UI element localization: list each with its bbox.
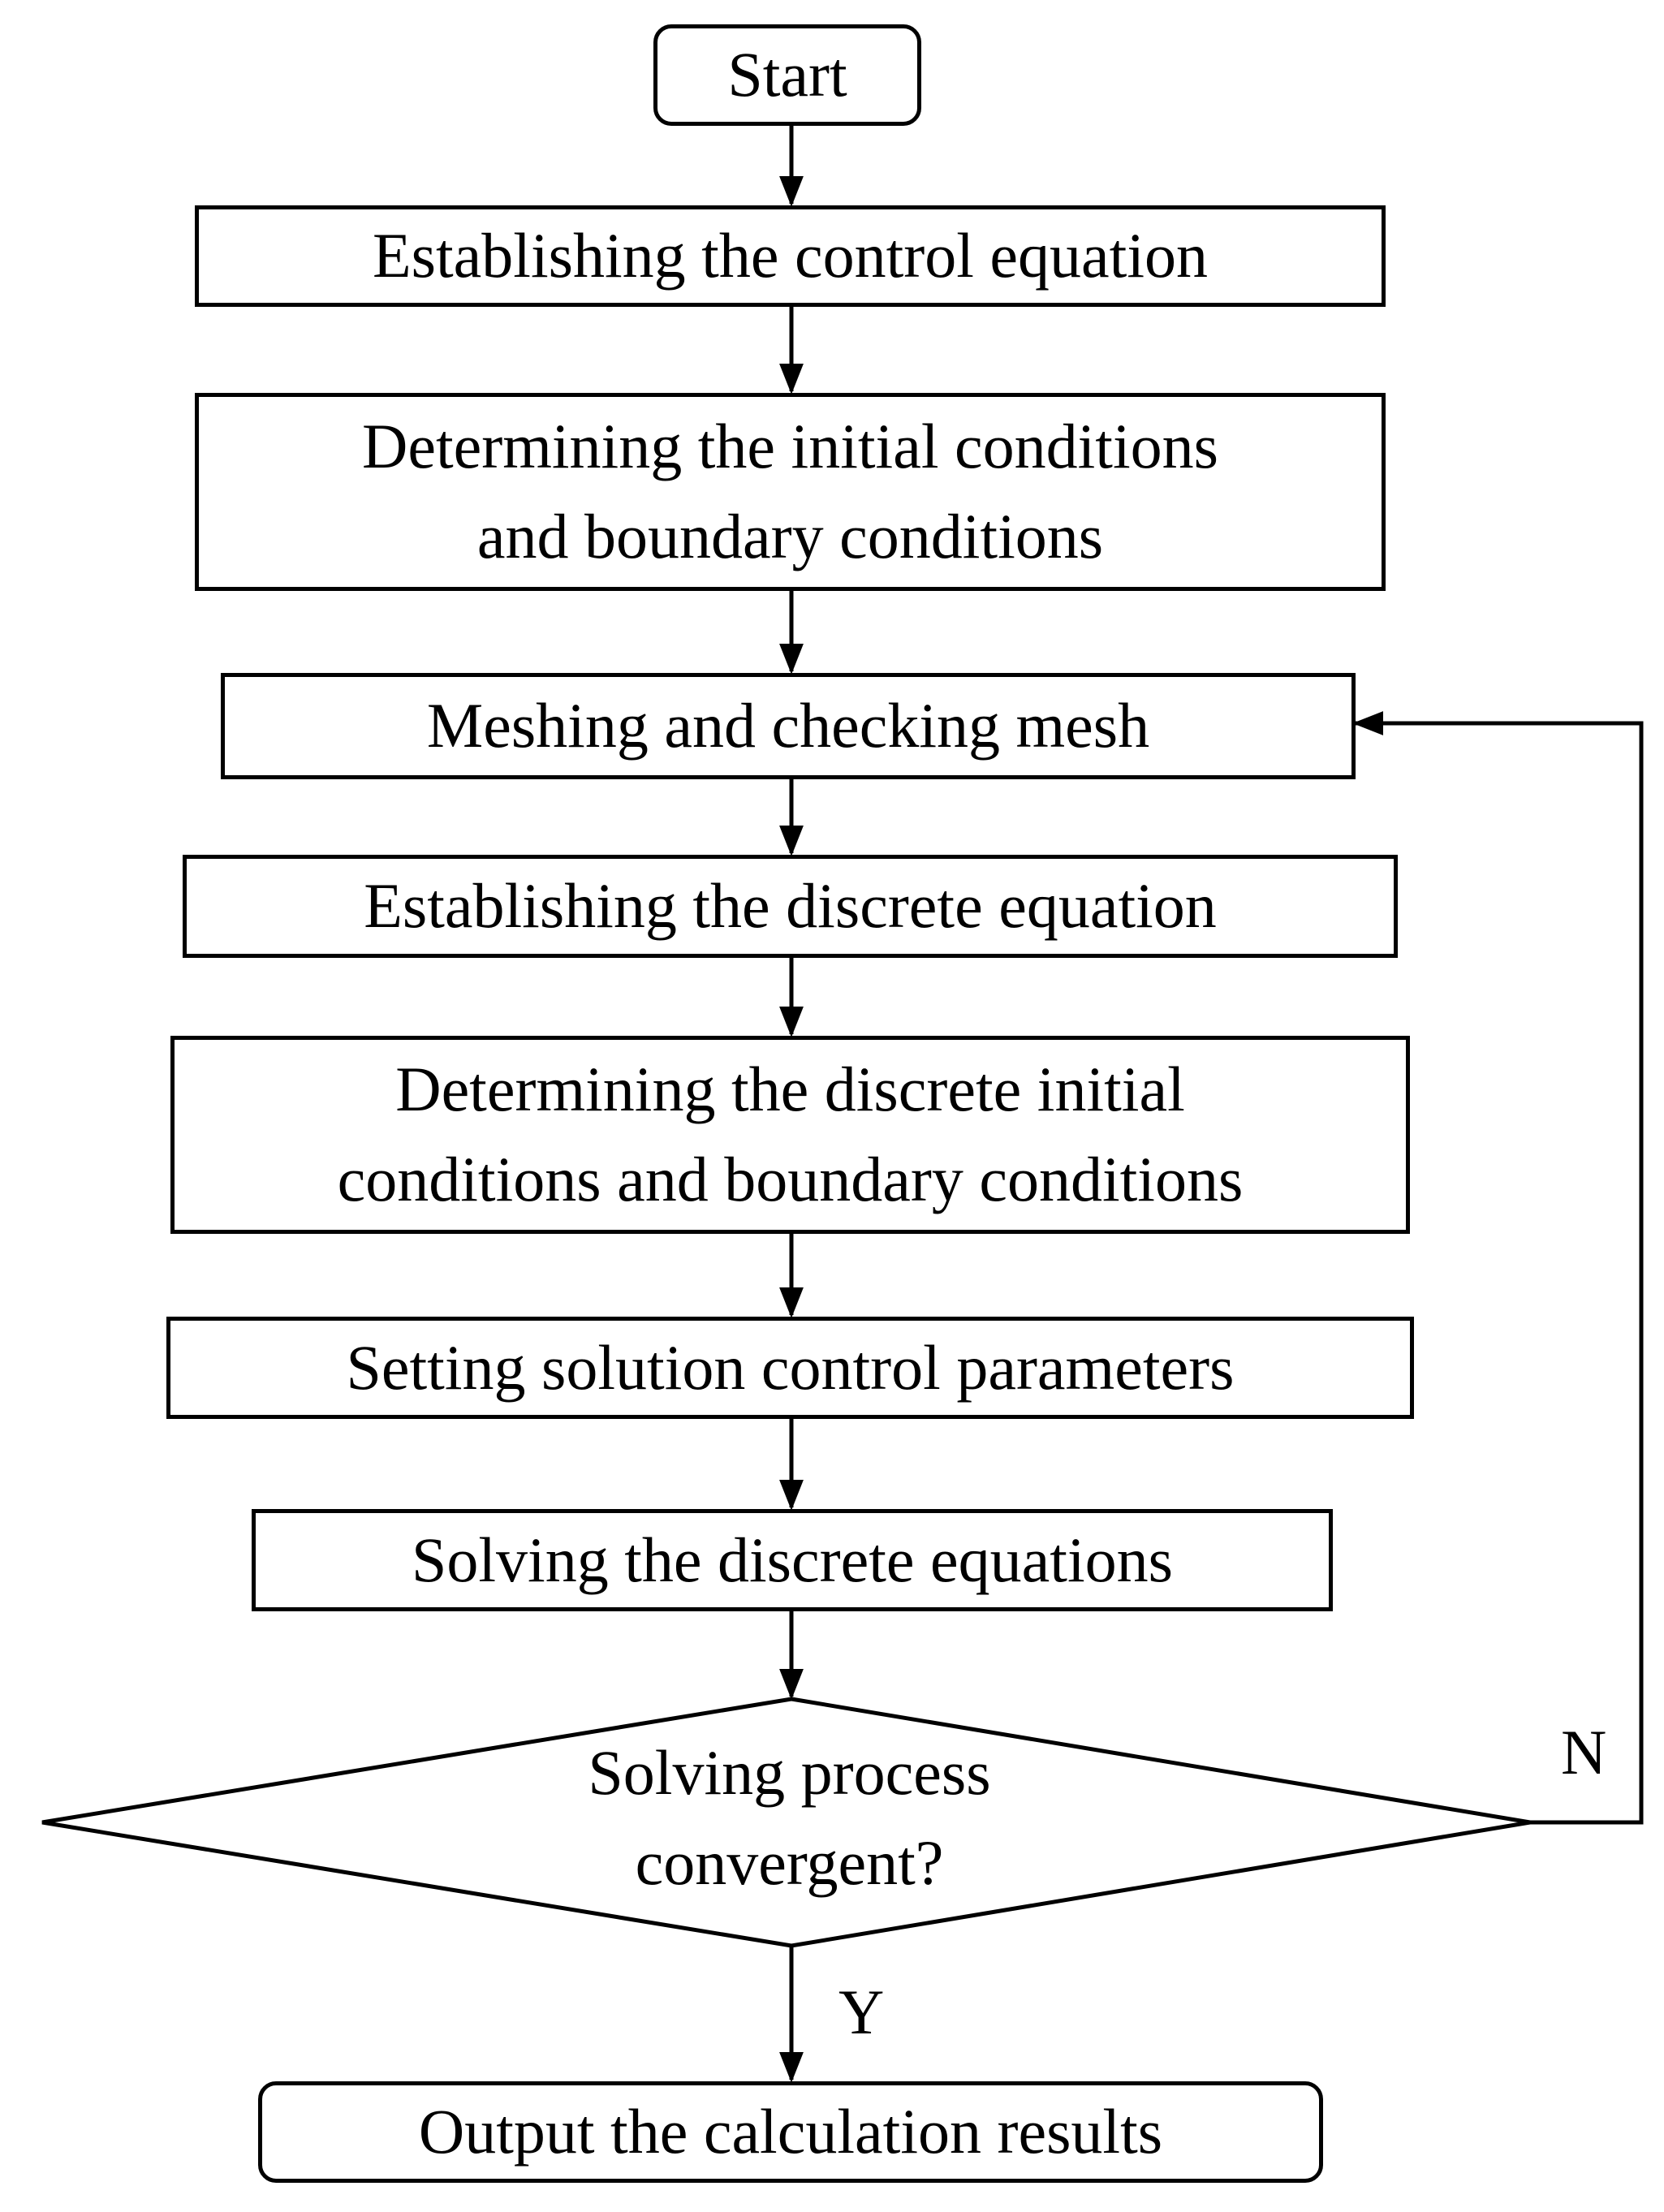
- step-label-line-1: Determining the initial conditions: [362, 411, 1218, 482]
- step-initial-boundary: Determining the initial conditions and b…: [195, 393, 1386, 591]
- step-meshing: Meshing and checking mesh: [221, 673, 1356, 779]
- step-label-line-1: Determining the discrete initial: [395, 1054, 1185, 1125]
- branch-no-label: N: [1561, 1717, 1607, 1787]
- decision-label-line-2: convergent?: [635, 1827, 944, 1898]
- step-label-line-2: and boundary conditions: [476, 501, 1104, 571]
- step-control-equation: Establishing the control equation: [195, 205, 1386, 307]
- step-label: Solving the discrete equations: [412, 1524, 1173, 1595]
- decision-label: Solving process convergent?: [487, 1713, 1092, 1924]
- start-label: Start: [727, 39, 847, 110]
- step-label: Setting solution control parameters: [346, 1331, 1235, 1403]
- step-label-line-2: conditions and boundary conditions: [337, 1144, 1244, 1214]
- end-node: Output the calculation results: [258, 2081, 1323, 2183]
- step-solution-control: Setting solution control parameters: [166, 1317, 1414, 1419]
- start-node: Start: [653, 24, 921, 126]
- step-solving: Solving the discrete equations: [252, 1509, 1333, 1611]
- arrow-decision-no-loop: [1352, 711, 1644, 1825]
- branch-yes-label: Y: [838, 1977, 885, 2047]
- step-discrete-initial-boundary: Determining the discrete initial conditi…: [170, 1036, 1410, 1234]
- step-discrete-equation: Establishing the discrete equation: [183, 855, 1398, 958]
- step-label: Establishing the control equation: [373, 220, 1208, 291]
- end-label: Output the calculation results: [418, 2096, 1163, 2167]
- decision-label-line-1: Solving process: [588, 1737, 991, 1809]
- step-label: Meshing and checking mesh: [426, 690, 1150, 761]
- step-label: Establishing the discrete equation: [364, 870, 1217, 942]
